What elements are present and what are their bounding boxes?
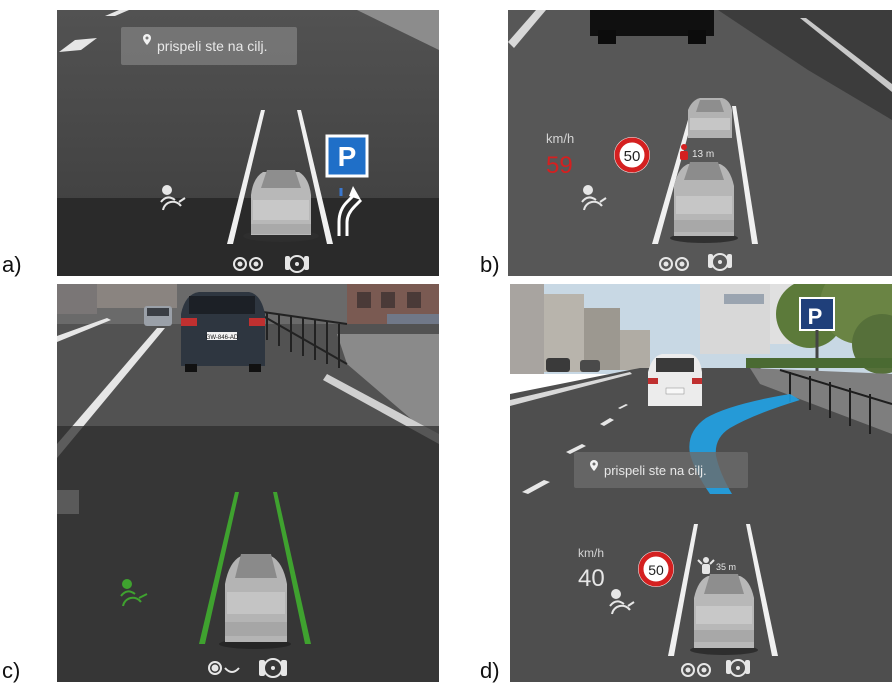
- eyes-icon: [233, 257, 263, 271]
- driver-steering-icon: [581, 185, 607, 211]
- lead-car-icon: GW-846-AD: [181, 292, 265, 372]
- speed-limit-value: 50: [648, 562, 664, 578]
- curb: [357, 10, 439, 50]
- destination-message: prispeli ste na cilj.: [604, 463, 707, 478]
- panel-label-a: a): [2, 252, 22, 277]
- hands-on-wheel-icon: [259, 658, 287, 678]
- lane-line-left: [57, 328, 165, 458]
- panel-label-b: b): [480, 252, 500, 277]
- panel-a: prispeli ste na cilj. P: [57, 10, 439, 276]
- driver-steering-icon: [609, 589, 635, 615]
- destination-message-box: prispeli ste na cilj.: [121, 27, 297, 65]
- lane-guide-left: [199, 492, 239, 644]
- obstacle-icon: [680, 144, 688, 160]
- obstacle-icon: [697, 557, 715, 574]
- destination-message-box: prispeli ste na cilj.: [574, 452, 748, 488]
- lane-dash: [59, 38, 97, 52]
- lane-guide-right: [297, 110, 333, 244]
- current-speed: 59: [546, 152, 573, 179]
- panel-label-c: c): [2, 658, 21, 683]
- fence: [262, 311, 348, 368]
- panel-d: P: [510, 284, 892, 682]
- lane-guide-right: [746, 524, 778, 656]
- svg-text:P: P: [338, 141, 357, 172]
- svg-text:P: P: [808, 304, 823, 329]
- obstacle-distance: 35 m: [716, 562, 736, 572]
- lane-guide-right: [732, 106, 758, 244]
- parking-sign-icon: P: [325, 134, 369, 178]
- ego-car-icon: [670, 162, 738, 243]
- hands-on-wheel-icon: [708, 253, 732, 271]
- speed-limit-sign-icon: 50: [638, 551, 674, 587]
- lane-guide-left: [227, 110, 265, 244]
- eyes-icon: [681, 663, 711, 677]
- panel-label-d: d): [480, 658, 500, 683]
- lane-guide-right: [273, 492, 311, 644]
- map-pin-icon: [590, 460, 598, 471]
- speed-unit: km/h: [546, 131, 574, 146]
- current-speed: 40: [578, 565, 605, 592]
- speed-limit-value: 50: [624, 148, 641, 165]
- ego-car-icon: [690, 574, 758, 655]
- driver-steering-icon: [120, 579, 148, 607]
- lane-guide-left: [652, 106, 696, 244]
- ego-car-icon: [219, 554, 291, 649]
- lane-merge-arrow-icon: [337, 186, 363, 236]
- destination-message: prispeli ste na cilj.: [157, 38, 268, 54]
- panel-b: km/h 59 50 13 m: [508, 10, 892, 276]
- far-car-icon: [144, 306, 172, 326]
- driver-steering-icon: [160, 185, 186, 211]
- lane-guide-left: [668, 524, 698, 656]
- ego-car-icon: [243, 170, 319, 242]
- lane-dash: [105, 10, 129, 16]
- hands-on-wheel-icon: [726, 659, 750, 677]
- fence: [779, 369, 892, 434]
- speed-limit-sign-icon: 50: [614, 137, 650, 173]
- lead-car-icon: [648, 354, 702, 406]
- eyes-icon: [208, 661, 240, 675]
- map-pin-icon: [143, 34, 151, 45]
- obstacle-distance: 13 m: [692, 149, 714, 160]
- panel-c: GW-846-AD: [57, 284, 439, 682]
- lead-car-icon: [688, 98, 732, 138]
- road-surface: [510, 368, 892, 682]
- building: [510, 284, 544, 374]
- hands-on-wheel-icon: [285, 255, 309, 273]
- speed-unit: km/h: [578, 546, 604, 560]
- license-plate: GW-846-AD: [206, 335, 239, 341]
- eyes-icon: [659, 257, 689, 271]
